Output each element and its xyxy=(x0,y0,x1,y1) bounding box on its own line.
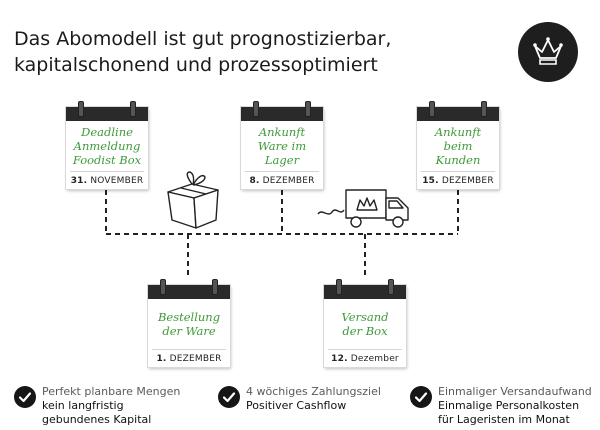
feature-detail: Positiver Cashflow xyxy=(246,399,347,412)
feature-text: Perfekt planbare Mengen kein langfristig… xyxy=(42,385,180,427)
calendar-date: 31. NOVEMBER xyxy=(66,176,148,186)
checkmark-icon xyxy=(14,386,36,408)
feature-detail: für Lageristen im Monat xyxy=(438,413,570,426)
calendar-text: Ankunft beim Kunden xyxy=(434,125,482,167)
calendar-ankunft-lager: Ankunft Ware im Lager 8. DEZEMBER xyxy=(241,101,323,189)
title-line-1: Das Abomodell ist gut prognostizierbar, xyxy=(14,28,392,50)
calendar-bestellung: Bestellung der Ware 1. DEZEMBER xyxy=(148,279,230,367)
calendar-divider xyxy=(70,171,144,172)
calendar-month: DEZEMBER xyxy=(169,354,222,364)
calendar-ring xyxy=(336,279,342,295)
calendar-deadline: Deadline Anmeldung Foodist Box 31. NOVEM… xyxy=(66,101,148,189)
calendar-header xyxy=(66,107,148,121)
page-title: Das Abomodell ist gut prognostizierbar, … xyxy=(14,26,484,78)
calendar-text: Deadline Anmeldung Foodist Box xyxy=(72,125,142,167)
calendar-header xyxy=(324,285,406,299)
feature-text: Einmaliger Versandaufwand Einmalige Pers… xyxy=(438,385,592,427)
calendar-divider xyxy=(328,349,402,350)
calendar-divider xyxy=(245,171,319,172)
calendar-ring xyxy=(388,279,394,295)
feature-planbare-mengen: Perfekt planbare Mengen kein langfristig… xyxy=(14,385,180,427)
calendar-ring xyxy=(429,101,435,117)
calendar-text: Versand der Box xyxy=(341,310,389,338)
calendar-date: 1. DEZEMBER xyxy=(148,354,230,364)
delivery-truck-icon xyxy=(317,189,409,228)
calendar-date: 15. DEZEMBER xyxy=(417,176,499,186)
feature-detail: Einmalige Personalkosten xyxy=(438,399,580,412)
feature-headline: 4 wöchiges Zahlungsziel xyxy=(246,385,381,398)
calendar-ring xyxy=(212,279,218,295)
calendar-header xyxy=(148,285,230,299)
checkmark-icon xyxy=(410,386,432,408)
calendar-divider xyxy=(421,171,495,172)
calendar-date: 8. DEZEMBER xyxy=(241,176,323,186)
calendar-ring xyxy=(253,101,259,117)
calendar-text: Bestellung der Ware xyxy=(157,310,221,338)
calendar-divider xyxy=(152,349,226,350)
calendar-day: 15. xyxy=(422,176,439,186)
calendar-ring xyxy=(130,101,136,117)
calendar-day: 12. xyxy=(331,354,348,364)
calendar-month: DEZEMBER xyxy=(262,176,315,186)
gift-box-icon xyxy=(167,171,219,229)
calendar-month: Dezember xyxy=(350,354,399,364)
calendar-day: 8. xyxy=(249,176,260,186)
feature-text: 4 wöchiges Zahlungsziel Positiver Cashfl… xyxy=(246,385,381,413)
calendar-versand: Versand der Box 12. Dezember xyxy=(324,279,406,367)
calendar-ring xyxy=(160,279,166,295)
calendar-header xyxy=(417,107,499,121)
calendar-header xyxy=(241,107,323,121)
title-line-2: kapitalschonend und prozessoptimiert xyxy=(14,54,378,76)
feature-headline: Einmaliger Versandaufwand xyxy=(438,385,592,398)
calendar-ring xyxy=(481,101,487,117)
feature-detail: kein langfristig xyxy=(42,399,124,412)
feature-versandaufwand: Einmaliger Versandaufwand Einmalige Pers… xyxy=(410,385,592,427)
calendar-ring xyxy=(305,101,311,117)
feature-detail: gebundenes Kapital xyxy=(42,413,152,426)
feature-headline: Perfekt planbare Mengen xyxy=(42,385,181,398)
calendar-ring xyxy=(78,101,84,117)
crown-icon xyxy=(518,22,578,82)
calendar-day: 31. xyxy=(70,176,88,186)
calendar-month: DEZEMBER xyxy=(441,176,494,186)
feature-zahlungsziel: 4 wöchiges Zahlungsziel Positiver Cashfl… xyxy=(218,385,381,413)
calendar-date: 12. Dezember xyxy=(324,354,406,364)
calendar-month: NOVEMBER xyxy=(90,176,144,186)
calendar-ankunft-kunden: Ankunft beim Kunden 15. DEZEMBER xyxy=(417,101,499,189)
calendar-day: 1. xyxy=(156,354,167,364)
checkmark-icon xyxy=(218,386,240,408)
calendar-text: Ankunft Ware im Lager xyxy=(257,125,307,167)
